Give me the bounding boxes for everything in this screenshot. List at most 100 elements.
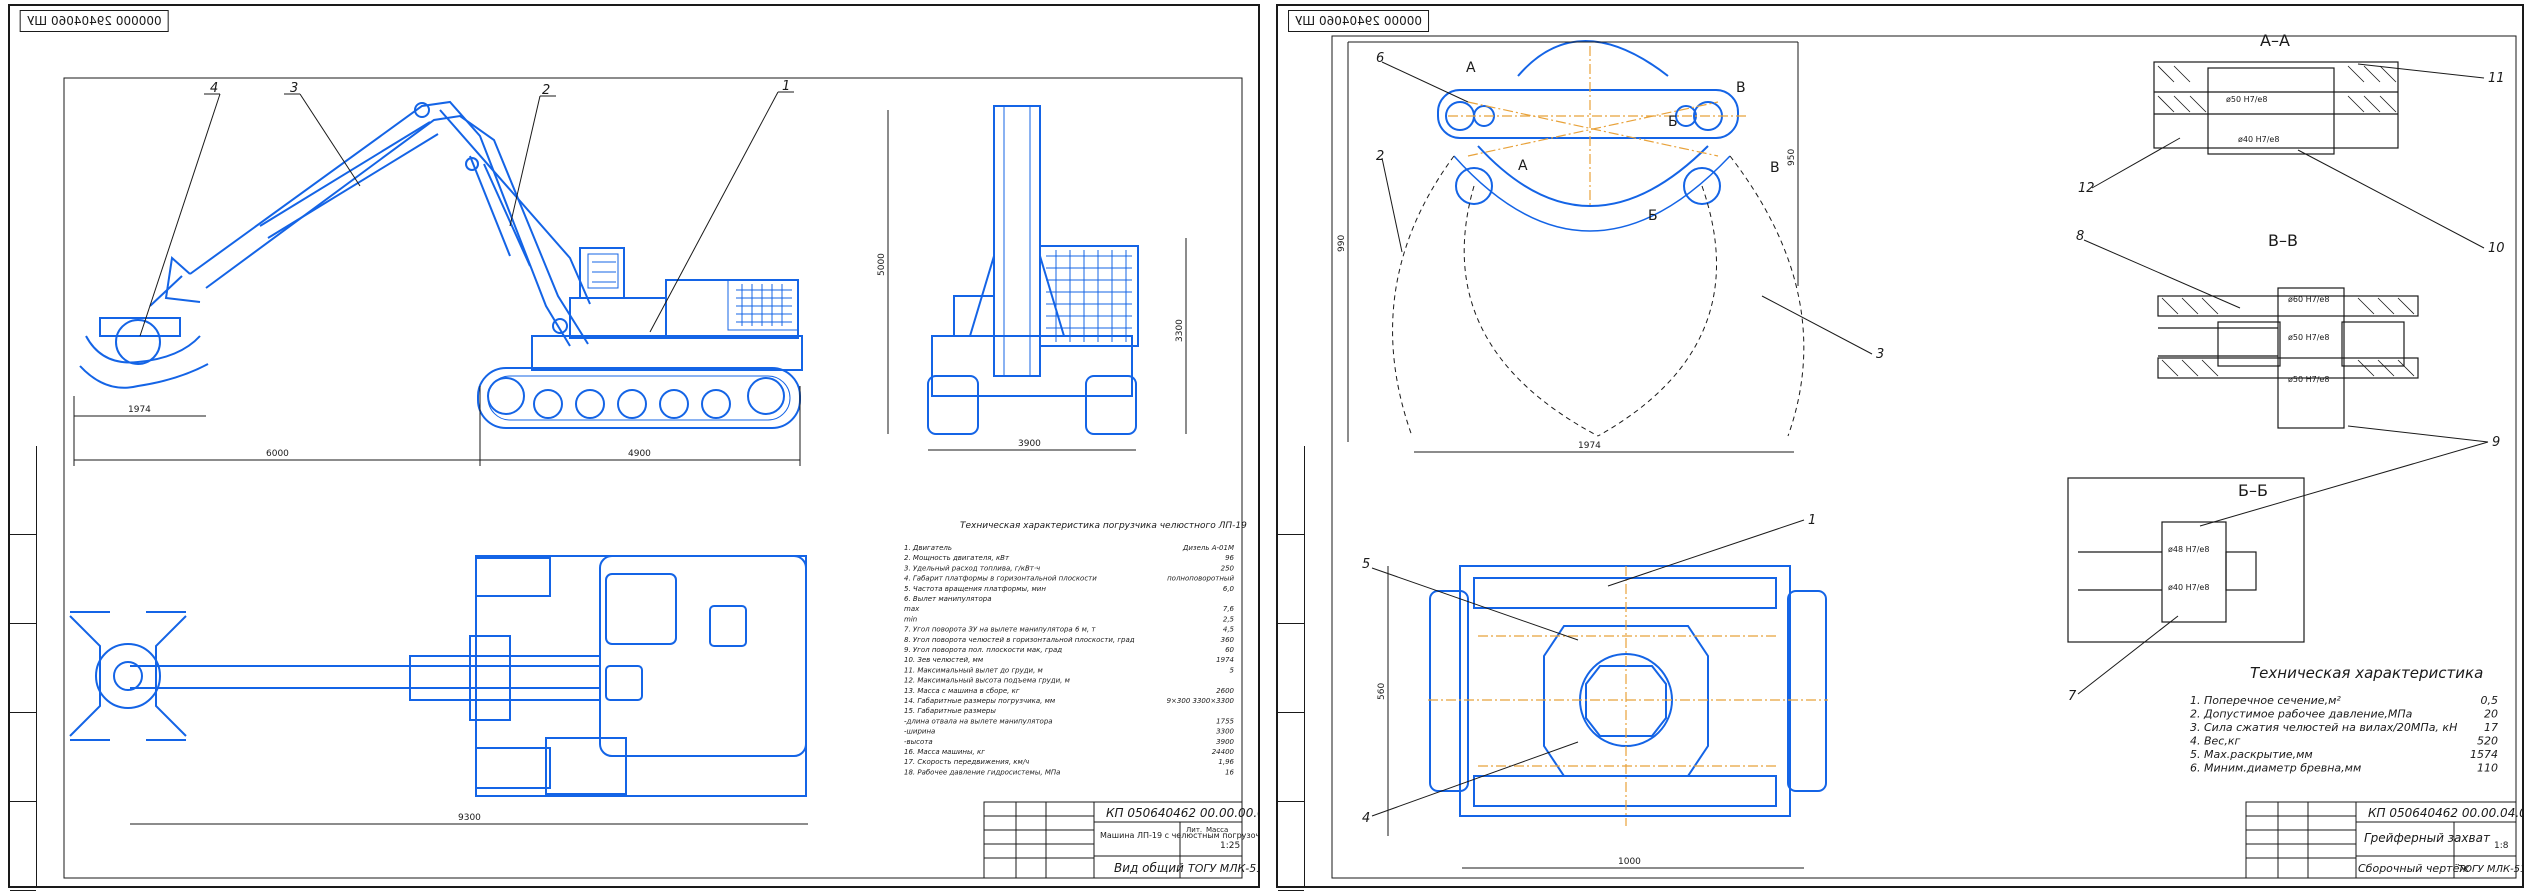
fit-label: ø50 Н7/е8 xyxy=(2288,333,2329,342)
callout-1: 1 xyxy=(1808,513,1816,528)
assembly-drawing: А–А В–В Б–Б А А Б Б В В 1 2 3 4 5 6 7 8 … xyxy=(1331,31,2522,879)
callout-7: 7 xyxy=(2068,689,2077,704)
dimension-lines xyxy=(73,110,1187,825)
spec-value: 2600 xyxy=(1216,687,1234,695)
dim-value: 9300 xyxy=(458,813,481,823)
spec-value: 3900 xyxy=(1216,738,1234,746)
spec-label: 10. Зев челюстей, мм xyxy=(904,656,984,664)
spec-value: 60 xyxy=(1225,646,1234,654)
sheet-name: Сборочный чертёж xyxy=(2358,862,2469,875)
dimension-lines xyxy=(1347,41,1804,869)
callout-5: 5 xyxy=(1362,557,1370,572)
callout-11: 11 xyxy=(2488,71,2505,86)
dim-value: 3900 xyxy=(1018,439,1041,449)
front-grille xyxy=(1046,250,1132,342)
spec-value: 96 xyxy=(1225,554,1234,562)
organization: ТОГУ МЛК-51 xyxy=(1188,862,1258,875)
spec-label: 18. Рабочее давление гидросистемы, МПа xyxy=(904,768,1060,776)
spec-label: 17. Скорость передвижения, км/ч xyxy=(904,758,1029,766)
spec-label: -высота xyxy=(904,738,933,746)
spec-value: 6,0 xyxy=(1223,585,1235,593)
spec-label: 5. Частота вращения платформы, мин xyxy=(904,585,1046,593)
cut-mark: В xyxy=(1770,160,1780,176)
spec-value: 250 xyxy=(1221,564,1235,572)
loader-side-view xyxy=(79,100,803,429)
drawing-name: Грейферный захват xyxy=(2364,831,2491,845)
section-label-bb: Б–Б xyxy=(2238,481,2268,500)
grapple-open-positions xyxy=(1392,155,1805,437)
spec-value: 24400 xyxy=(1212,748,1235,756)
general-view-drawing: 1 2 3 4 1974 6000 4900 3900 5000 3300 93… xyxy=(63,77,1258,879)
dim-value: 1000 xyxy=(1618,857,1641,867)
dim-value: 950 xyxy=(1787,149,1797,166)
spec-value: 9×300 3300×3300 xyxy=(1167,697,1235,705)
margin-strip xyxy=(10,446,37,891)
section-bb xyxy=(2067,477,2305,643)
spec-label: 4. Вес,кг xyxy=(2190,735,2240,748)
drawing-frame xyxy=(63,77,1243,879)
cut-mark: В xyxy=(1736,80,1746,96)
spec-value: 5 xyxy=(1230,666,1235,674)
callout-2: 2 xyxy=(1376,149,1384,164)
spec-value: 20 xyxy=(2484,708,2498,721)
loader-top-view xyxy=(69,555,807,797)
spec-value: полноповоротный xyxy=(1167,575,1234,583)
leader-lines xyxy=(139,91,794,337)
spec-value: 2,5 xyxy=(1223,615,1235,623)
spec-label: 8. Угол поворота челюстей в горизонтальн… xyxy=(904,636,1135,644)
section-vv xyxy=(2157,287,2419,429)
spec-value: 16 xyxy=(1225,768,1234,776)
plan-center-lines xyxy=(1428,566,1828,826)
spec-value: 360 xyxy=(1221,636,1235,644)
scale: 1:8 xyxy=(2494,841,2509,851)
spec-value: 4,5 xyxy=(1223,626,1235,634)
center-lines xyxy=(1448,46,1748,206)
dim-value: 4900 xyxy=(628,449,651,459)
lit-label: Лит. xyxy=(1186,826,1202,834)
dim-value: 560 xyxy=(1377,683,1387,700)
spec-label: 2. Допустимое рабочее давление,МПа xyxy=(2190,708,2413,721)
spec-label: 7. Угол поворота ЗУ на вылете манипулято… xyxy=(904,626,1096,634)
spec-title: Техническая характеристика xyxy=(2250,664,2483,682)
fit-label: ø50 Н7/е8 xyxy=(2226,95,2267,104)
drawing-sheet-assembly: 00000 29404060 ШУ xyxy=(1276,4,2524,891)
spec-label: 6. Вылет манипулятора xyxy=(904,595,992,603)
spec-label: 12. Максимальный высота подъема груди, м xyxy=(904,677,1071,685)
spec-label: -длина отвала на вылете манипулятора xyxy=(904,717,1053,725)
spec-label: 11. Максимальный вылет до груди, м xyxy=(904,666,1044,674)
leader-lines xyxy=(1371,61,2489,817)
drawing-frame xyxy=(1331,35,2517,879)
title-block xyxy=(2245,801,2517,879)
spec-label: 15. Габаритные размеры xyxy=(904,707,996,715)
dim-value: 3300 xyxy=(1175,319,1185,342)
title-block xyxy=(983,801,1243,879)
callout-4: 4 xyxy=(210,81,218,96)
spec-label: 3. Удельный расход топлива, г/кВт·ч xyxy=(904,564,1040,572)
callout-1: 1 xyxy=(782,79,790,94)
cut-mark: Б xyxy=(1648,208,1658,224)
spec-value: 1755 xyxy=(1216,717,1234,725)
sheet-name: Вид общий xyxy=(1114,861,1184,875)
section-label-aa: А–А xyxy=(2260,31,2290,50)
cab-grille xyxy=(592,261,792,326)
callout-2: 2 xyxy=(542,83,550,98)
spec-label: 14. Габаритные размеры погрузчика, мм xyxy=(904,697,1056,705)
grapple-front-view xyxy=(1437,40,1739,232)
callout-3: 3 xyxy=(1876,347,1884,362)
spec-label: 4. Габарит платформы в горизонтальной пл… xyxy=(904,575,1097,583)
section-label-vv: В–В xyxy=(2268,231,2298,250)
scale: 1:25 xyxy=(1220,841,1240,851)
fit-label: ø40 Н7/е8 xyxy=(2168,583,2209,592)
spec-value: 1974 xyxy=(1216,656,1234,664)
spec-label: 3. Сила сжатия челюстей на вилах/20МПа, … xyxy=(2190,721,2457,734)
section-vv-hatch xyxy=(2161,297,2415,377)
spec-label: 16. Масса машины, кг xyxy=(904,748,985,756)
spec-label: 2. Мощность двигателя, кВт xyxy=(904,554,1010,562)
spec-label: 1. Поперечное сечение,м² xyxy=(2190,694,2341,707)
spec-label: 9. Угол поворота пол. плоскости мак, гра… xyxy=(904,646,1062,654)
dim-value: 6000 xyxy=(266,449,289,459)
drawing-code: КП 050640462 00.00.04.00 xyxy=(2368,806,2522,820)
section-aa-hatch xyxy=(2157,65,2397,113)
callout-10: 10 xyxy=(2488,241,2505,256)
